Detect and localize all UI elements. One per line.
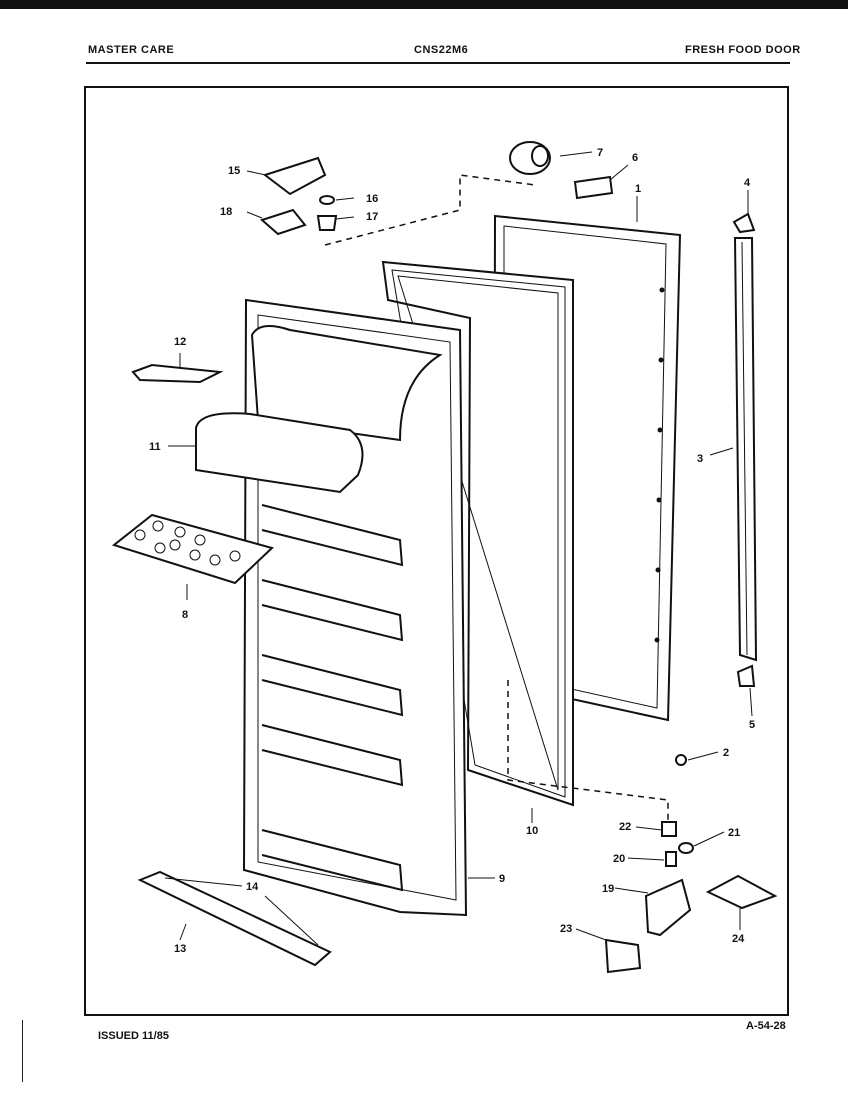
part-cap xyxy=(675,754,687,766)
part-top-hinge xyxy=(262,156,327,196)
part-label-16: 16 xyxy=(366,193,378,205)
margin-mark xyxy=(22,1020,23,1082)
diagram-frame xyxy=(84,86,789,1016)
part-washer xyxy=(319,195,335,205)
part-hinge-shim xyxy=(260,208,307,236)
part-label-20: 20 xyxy=(613,853,625,865)
part-trim-clip-bottom xyxy=(736,664,756,687)
part-door-stop xyxy=(509,141,551,175)
part-label-2: 2 xyxy=(723,747,729,759)
part-label-14: 14 xyxy=(246,881,259,893)
part-label-24: 24 xyxy=(732,933,745,945)
top-border-bar xyxy=(0,0,848,9)
part-label-15: 15 xyxy=(228,165,240,177)
header-rule xyxy=(86,62,790,64)
part-hinge-pin xyxy=(665,851,677,867)
part-label-3: 3 xyxy=(697,453,703,465)
part-label-18: 18 xyxy=(220,206,232,218)
part-hinge-bracket-right xyxy=(705,874,778,910)
part-label-22: 22 xyxy=(619,821,631,833)
part-door-liner xyxy=(242,298,468,917)
part-trim-clip-top xyxy=(732,212,756,234)
part-label-1: 1 xyxy=(635,183,641,195)
part-label-21: 21 xyxy=(728,827,740,839)
part-washer-bottom xyxy=(678,842,694,854)
part-label-9: 9 xyxy=(499,873,505,885)
part-label-13: 13 xyxy=(174,943,186,955)
part-door-trim xyxy=(733,237,758,662)
part-label-10: 10 xyxy=(526,825,538,837)
part-label-7: 7 xyxy=(597,147,603,159)
part-bottom-trim xyxy=(137,870,332,967)
part-label-8: 8 xyxy=(182,609,188,621)
part-hinge-bracket xyxy=(604,938,642,974)
part-label-12: 12 xyxy=(174,336,186,348)
part-bushing-bottom xyxy=(661,821,677,837)
part-butter-tray xyxy=(131,363,224,384)
header-section: FRESH FOOD DOOR xyxy=(685,44,801,56)
part-plate xyxy=(573,175,614,200)
part-bottom-hinge xyxy=(644,878,692,937)
part-label-11: 11 xyxy=(149,441,161,453)
part-dairy-door xyxy=(195,412,364,494)
footer-page-code: A-54-28 xyxy=(746,1020,786,1032)
part-label-6: 6 xyxy=(632,152,638,164)
part-label-4: 4 xyxy=(744,177,751,189)
header-brand: MASTER CARE xyxy=(88,44,175,56)
part-bushing xyxy=(316,215,338,231)
part-egg-tray xyxy=(111,513,274,585)
part-label-5: 5 xyxy=(749,719,755,731)
header-model: CNS22M6 xyxy=(414,44,469,56)
part-label-17: 17 xyxy=(366,211,378,223)
part-label-19: 19 xyxy=(602,883,614,895)
footer-issued: ISSUED 11/85 xyxy=(98,1030,169,1042)
part-label-23: 23 xyxy=(560,923,572,935)
